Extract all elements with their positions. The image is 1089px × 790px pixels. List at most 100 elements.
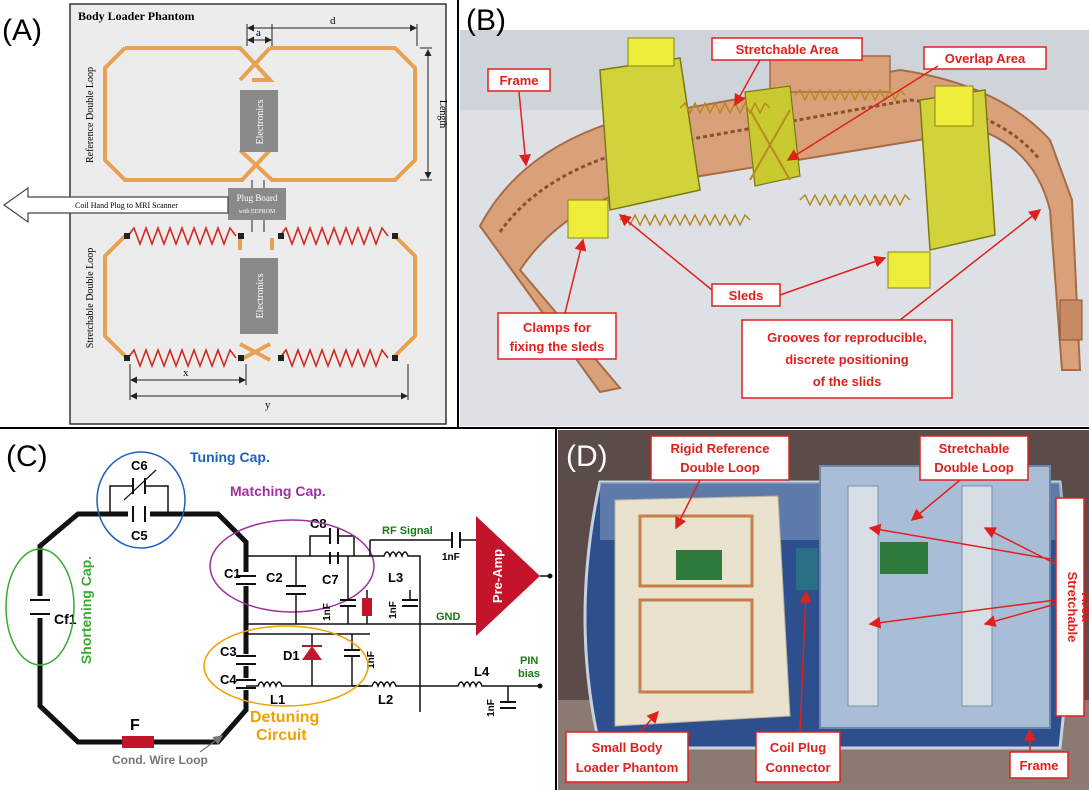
pin-bias-line2: bias (518, 668, 540, 680)
rigid-electronics (676, 550, 722, 580)
label-clamps-line1: Clamps for (523, 320, 591, 335)
dim-y-label: y (265, 399, 271, 411)
dim-a-label: a (256, 27, 261, 39)
cf1-label: Cf1 (54, 611, 77, 627)
spring-top-right (279, 225, 389, 247)
scanner-arrow-text: Coil Hand Plug to MRI Scanner (75, 201, 178, 210)
label-small-body-line1: Small Body (592, 740, 664, 755)
cad-overlap-cross (749, 109, 791, 181)
electronics-label-top: Electronics (255, 99, 266, 144)
plug-board-sublabel: with EEPROM (239, 209, 276, 215)
c3-label: C3 (220, 644, 237, 659)
panel-d: (D) Rigid Reference Double Loop Stretcha… (558, 430, 1089, 790)
gnd-label: GND (436, 611, 461, 623)
stretch-loop-label: Stretchable Double Loop (85, 248, 96, 349)
spring-bottom-left (127, 347, 237, 369)
fuse-f (122, 736, 154, 748)
detuning-ellipse (203, 625, 369, 707)
matching-ellipse (209, 519, 375, 613)
ref-loop-right (238, 46, 417, 182)
label-grooves-line3: of the slids (813, 374, 882, 389)
detuning-label-line2: Circuit (256, 727, 307, 744)
label-small-body-line2: Loader Phantom (576, 760, 679, 775)
cad-spring-upper-left (679, 101, 771, 115)
pre-amp-label: Pre-Amp (490, 549, 505, 603)
panel-d-letter: (D) (566, 440, 608, 473)
c5-label: C5 (131, 528, 148, 543)
label-rigid-line2: Double Loop (680, 460, 759, 475)
label-rigid-line1: Rigid Reference (671, 441, 770, 456)
diode-d1 (302, 646, 322, 660)
panel-b: (B) Frame Stretchable Area Overlap Area … (460, 4, 1089, 426)
cond-wire-loop-label: Cond. Wire Loop (112, 753, 208, 767)
label-grooves-line1: Grooves for reproducible, (767, 330, 927, 345)
pin-bias-line1: PIN (520, 655, 538, 667)
shortening-ellipse (5, 548, 75, 666)
coil-plug (796, 548, 818, 590)
label-stretchable-area-b: Stretchable Area (736, 42, 840, 57)
c1-label: C1 (224, 566, 241, 581)
label-coil-plug-line2: Connector (766, 760, 831, 775)
d1-label: D1 (283, 648, 300, 663)
stretch-loop-sides (103, 234, 417, 358)
panel-c: (C) Cf1 Shortening Cap. C6 C5 Tuning Cap… (5, 440, 553, 767)
c2-label: C2 (266, 570, 283, 585)
panel-a: (A) Body Loader Phantom Electronics d a … (2, 3, 448, 425)
label-stretch-loop-line1: Stretchable (939, 441, 1010, 456)
pre-amp-triangle (476, 516, 540, 636)
tuning-cap-label: Tuning Cap. (190, 449, 270, 465)
spring-bottom-right (279, 347, 389, 369)
label-overlap-area: Overlap Area (945, 51, 1026, 66)
cad-spring-lower-right (799, 193, 911, 207)
l1-label: L1 (270, 692, 285, 707)
rf-signal-label: RF Signal (382, 525, 433, 537)
label-clamps-line2: fixing the sleds (510, 339, 605, 354)
label-stretch-area-line1: Stretchable (1065, 572, 1080, 643)
tuning-ellipse (96, 451, 186, 549)
clamp-top-right (934, 85, 974, 127)
panel-b-letter: (B) (466, 4, 506, 37)
c8-label: C8 (310, 516, 327, 531)
label-stretch-area-line2: Area (1079, 593, 1089, 623)
l3-label: L3 (388, 570, 403, 585)
rigid-board (614, 495, 791, 727)
nf-label-detune: 1nF (366, 651, 377, 669)
label-grooves-line2: discrete positioning (785, 352, 909, 367)
fuse-f-label: F (130, 717, 140, 734)
matching-cap-label: Matching Cap. (230, 483, 326, 499)
clamp-top-left (627, 37, 675, 67)
plug-board-label: Plug Board (237, 193, 278, 203)
c7-label: C7 (322, 572, 339, 587)
label-frame-b: Frame (499, 73, 538, 88)
panel-a-letter: (A) (2, 14, 42, 47)
label-coil-plug-line1: Coil Plug (770, 740, 826, 755)
detuning-label-line1: Detuning (250, 709, 319, 726)
c6-label: C6 (131, 458, 148, 473)
ref-loop-label: Reference Double Loop (85, 67, 96, 163)
stretch-electronics (880, 542, 928, 574)
label-sleds: Sleds (729, 288, 764, 303)
clamp-bottom-right (887, 251, 931, 289)
scanner-arrow (2, 186, 229, 224)
l2-label: L2 (378, 692, 393, 707)
sled-center (744, 85, 801, 187)
spring-top-left (127, 225, 237, 247)
c4-label: C4 (220, 672, 237, 687)
shortening-cap-label: Shortening Cap. (78, 556, 94, 664)
dim-x-label: x (183, 367, 189, 379)
dim-length-label: Length (437, 100, 448, 128)
label-frame-d: Frame (1019, 758, 1058, 773)
electronics-box-bottom (240, 258, 278, 334)
nf-label-pin: 1nF (486, 699, 497, 717)
label-stretch-loop-line2: Double Loop (934, 460, 1013, 475)
cad-spring-upper-right (794, 88, 906, 102)
plug-board (228, 188, 286, 220)
panel-c-letter: (C) (6, 440, 48, 473)
nf-label-right: 1nF (388, 601, 399, 619)
l4-label: L4 (474, 664, 490, 679)
fuse-matching (362, 598, 372, 616)
phantom-title: Body Loader Phantom (78, 9, 194, 23)
electronics-label-bottom: Electronics (255, 273, 266, 318)
dim-d-label: d (330, 15, 336, 27)
